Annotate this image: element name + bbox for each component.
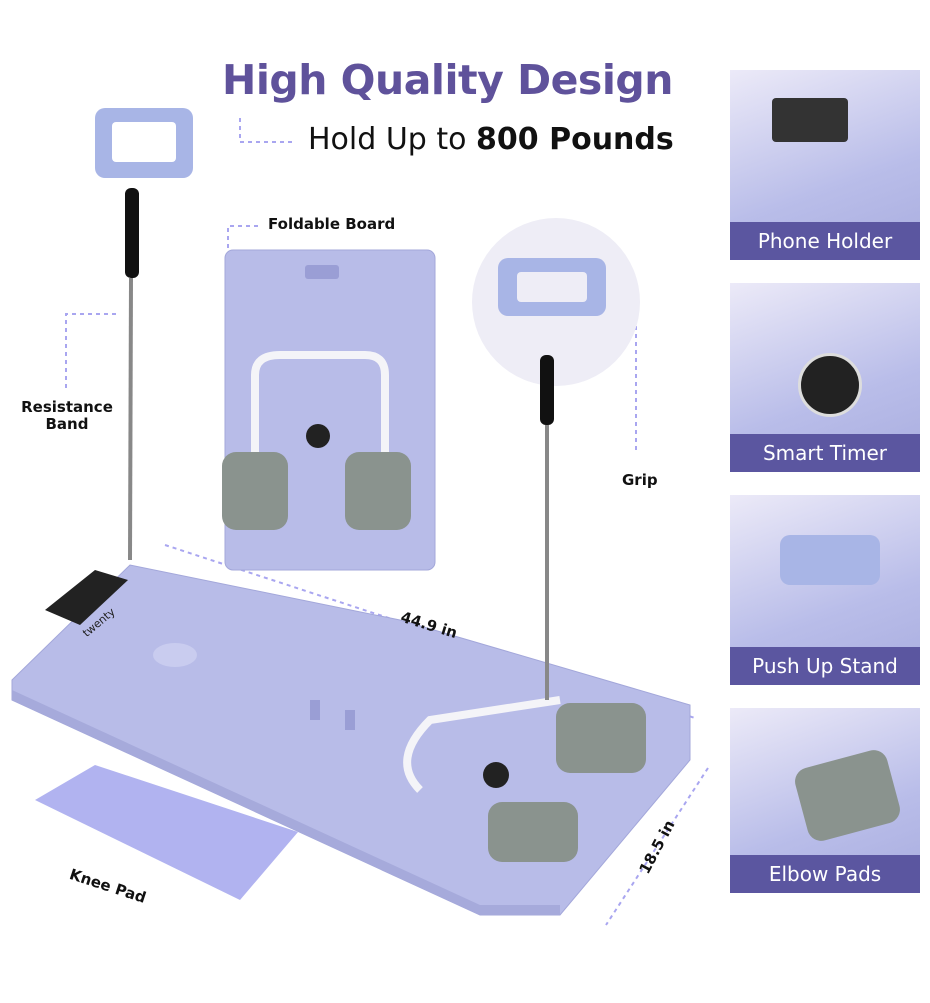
panel-elbow-pads: Elbow Pads xyxy=(730,708,920,893)
phone xyxy=(45,570,128,625)
timer-icon xyxy=(483,762,509,788)
phone xyxy=(772,98,848,142)
callout-grip: Grip xyxy=(622,471,658,489)
timer-icon xyxy=(798,353,862,417)
page-title: High Quality Design xyxy=(222,56,673,104)
panel-label: Elbow Pads xyxy=(730,855,920,893)
panel-push-up-stand: Push Up Stand xyxy=(730,495,920,685)
panel-smart-timer: Smart Timer xyxy=(730,283,920,472)
push-up-handle xyxy=(780,535,880,585)
page-subtitle: Hold Up to 800 Pounds xyxy=(308,122,674,157)
knee-pad xyxy=(35,765,298,900)
elbow-pad xyxy=(556,703,646,773)
callout-resistance-band: Resistance Band xyxy=(21,398,113,433)
panel-label: Phone Holder xyxy=(730,222,920,260)
elbow-pad xyxy=(791,746,904,845)
elbow-pad xyxy=(488,802,578,862)
panel-phone-holder: Phone Holder xyxy=(730,70,920,260)
callout-foldable-board: Foldable Board xyxy=(268,215,396,233)
panel-label: Smart Timer xyxy=(730,434,920,472)
panel-label: Push Up Stand xyxy=(730,647,920,685)
